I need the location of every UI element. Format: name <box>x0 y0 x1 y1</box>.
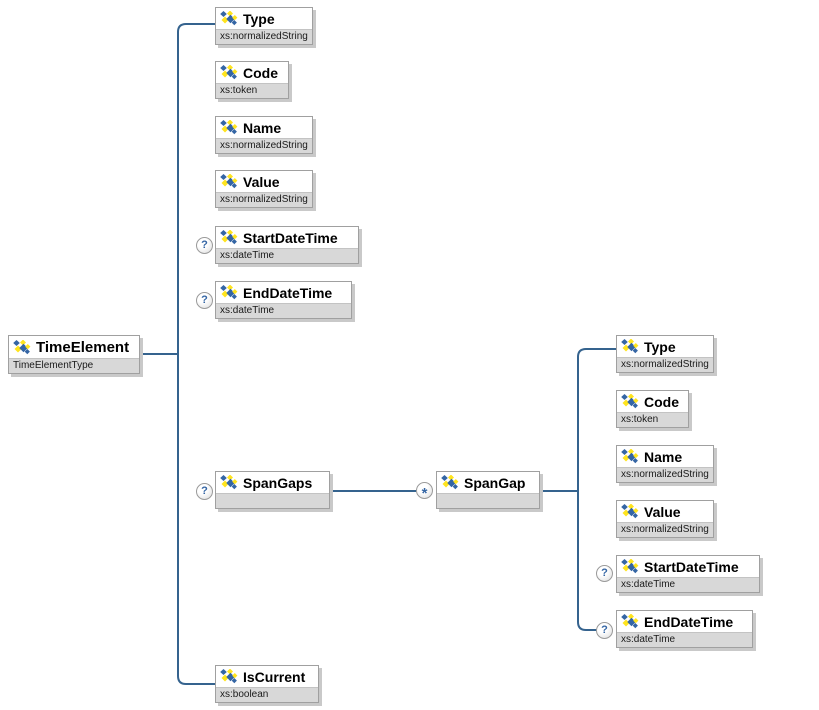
node-title-row: Type <box>216 8 312 29</box>
element-icon <box>621 559 639 574</box>
node-title: Value <box>243 173 280 190</box>
node-type-label <box>216 493 329 508</box>
element-node-spangaps[interactable]: SpanGaps <box>215 471 330 509</box>
repeat-indicator: * <box>416 482 433 502</box>
element-icon <box>621 394 639 409</box>
element-icon <box>621 614 639 629</box>
element-node-spangap-code[interactable]: Code xs:token <box>616 390 689 428</box>
element-icon <box>220 11 238 26</box>
element-node-spangap-type[interactable]: Type xs:normalizedString <box>616 335 714 373</box>
node-title: Code <box>243 64 278 81</box>
node-title: Type <box>243 10 275 27</box>
node-type-label: xs:token <box>216 83 288 98</box>
node-type-label: xs:token <box>617 412 688 427</box>
element-icon <box>220 475 238 490</box>
optional-indicator: ? <box>196 237 213 254</box>
node-title: StartDateTime <box>644 558 739 575</box>
node-title-row: StartDateTime <box>216 227 358 248</box>
element-icon <box>220 285 238 300</box>
node-title-row: IsCurrent <box>216 666 318 687</box>
element-node-value[interactable]: Value xs:normalizedString <box>215 170 313 208</box>
node-title: StartDateTime <box>243 229 338 246</box>
node-title-row: SpanGaps <box>216 472 329 493</box>
node-title-row: EndDateTime <box>216 282 351 303</box>
node-title: EndDateTime <box>243 284 333 301</box>
element-node-startdatetime[interactable]: StartDateTime xs:dateTime <box>215 226 359 264</box>
node-title-row: EndDateTime <box>617 611 752 632</box>
node-title: Name <box>243 119 282 136</box>
element-node-spangap-value[interactable]: Value xs:normalizedString <box>616 500 714 538</box>
element-icon <box>13 339 31 355</box>
node-title: TimeElement <box>36 338 130 356</box>
node-title-row: StartDateTime <box>617 556 759 577</box>
connector-right-trunk <box>577 348 616 631</box>
element-icon <box>441 475 459 490</box>
node-type-label: xs:normalizedString <box>216 29 312 44</box>
element-icon <box>220 230 238 245</box>
node-title-row: Code <box>617 391 688 412</box>
element-node-code[interactable]: Code xs:token <box>215 61 289 99</box>
element-icon <box>220 174 238 189</box>
node-title: Type <box>644 338 676 355</box>
node-title-row: TimeElement <box>9 336 139 358</box>
optional-indicator: ? <box>196 292 213 309</box>
node-title-row: Code <box>216 62 288 83</box>
node-title: Value <box>644 503 681 520</box>
node-type-label: xs:dateTime <box>216 303 351 318</box>
node-type-label <box>437 493 539 508</box>
element-node-timeelement[interactable]: TimeElement TimeElementType <box>8 335 140 374</box>
element-icon <box>220 65 238 80</box>
element-node-name[interactable]: Name xs:normalizedString <box>215 116 313 154</box>
optional-indicator: ? <box>596 622 613 639</box>
node-type-label: xs:dateTime <box>617 577 759 592</box>
element-icon <box>220 669 238 684</box>
element-node-spangap-enddatetime[interactable]: EndDateTime xs:dateTime <box>616 610 753 648</box>
node-title-row: Value <box>216 171 312 192</box>
node-title: IsCurrent <box>243 668 306 685</box>
optional-indicator: ? <box>196 483 213 500</box>
element-icon <box>621 339 639 354</box>
connector-left-trunk <box>177 23 215 685</box>
node-type-label: xs:normalizedString <box>617 522 713 537</box>
node-title: Code <box>644 393 679 410</box>
element-node-spangap[interactable]: SpanGap <box>436 471 540 509</box>
node-type-label: TimeElementType <box>9 358 139 373</box>
node-title: EndDateTime <box>644 613 734 630</box>
node-title-row: Type <box>617 336 713 357</box>
element-icon <box>621 504 639 519</box>
node-title-row: Name <box>216 117 312 138</box>
node-title-row: Name <box>617 446 713 467</box>
node-title: Name <box>644 448 683 465</box>
node-title: SpanGaps <box>243 474 313 491</box>
node-title: SpanGap <box>464 474 526 491</box>
node-type-label: xs:dateTime <box>216 248 358 263</box>
element-icon <box>621 449 639 464</box>
node-type-label: xs:boolean <box>216 687 318 702</box>
node-title-row: Value <box>617 501 713 522</box>
node-type-label: xs:normalizedString <box>617 467 713 482</box>
node-type-label: xs:normalizedString <box>216 192 312 207</box>
element-icon <box>220 120 238 135</box>
node-title-row: SpanGap <box>437 472 539 493</box>
element-node-spangap-name[interactable]: Name xs:normalizedString <box>616 445 714 483</box>
element-node-spangap-startdatetime[interactable]: StartDateTime xs:dateTime <box>616 555 760 593</box>
element-node-iscurrent[interactable]: IsCurrent xs:boolean <box>215 665 319 703</box>
element-node-type[interactable]: Type xs:normalizedString <box>215 7 313 45</box>
element-node-enddatetime[interactable]: EndDateTime xs:dateTime <box>215 281 352 319</box>
node-type-label: xs:normalizedString <box>617 357 713 372</box>
node-type-label: xs:normalizedString <box>216 138 312 153</box>
optional-indicator: ? <box>596 565 613 582</box>
node-type-label: xs:dateTime <box>617 632 752 647</box>
